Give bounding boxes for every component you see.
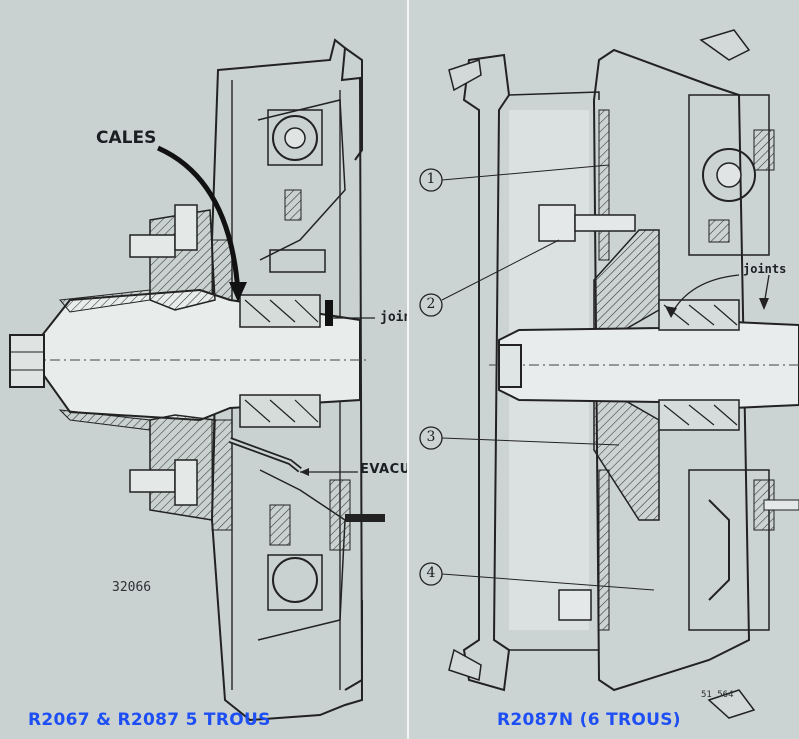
right-figure-number: 51 564 [701,690,734,700]
panel-divider [407,0,409,739]
evacuation-label: EVACUATION [360,462,407,477]
right-caption: R2087N (6 TROUS) [497,710,681,730]
callout-2: 2 [426,296,436,312]
callout-4: 4 [426,565,436,581]
cales-label: CALES [96,128,157,148]
right-diagram-panel: 1 2 3 4 joints 51 564 R2087N (6 TROUS) [409,0,799,739]
callout-1: 1 [426,171,436,187]
callout-3: 3 [426,429,436,445]
left-caption: R2067 & R2087 5 TROUS [28,710,271,730]
left-diagram-panel: CALES joint EVACUATION 32066 R2067 & R20… [0,0,407,739]
right-hub-cross-section [419,29,799,719]
joints-label: joints [743,262,787,276]
left-hub-cross-section [9,38,385,722]
left-figure-number: 32066 [112,580,152,595]
joint-label: joint [380,310,407,325]
